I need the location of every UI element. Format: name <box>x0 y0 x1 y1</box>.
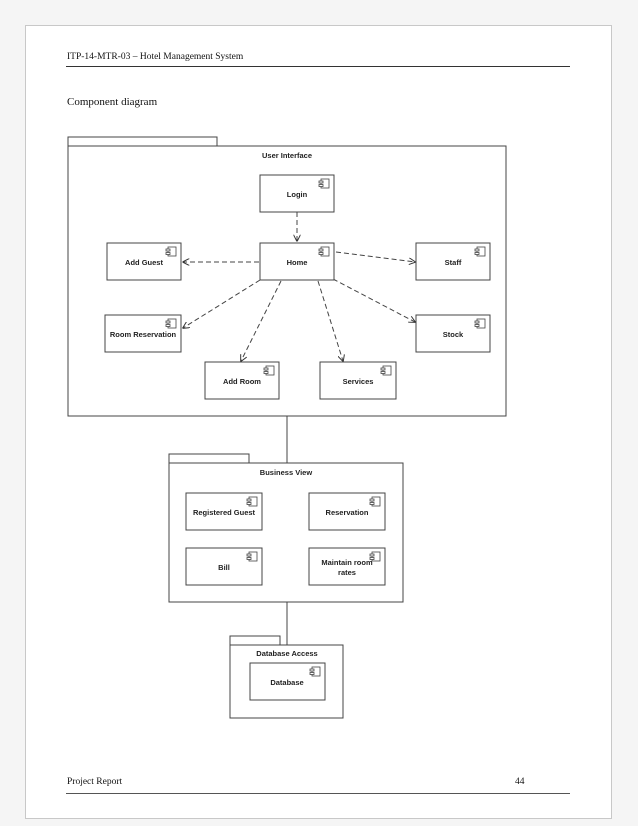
section-title: Component diagram <box>67 96 158 108</box>
package-tab <box>168 453 250 464</box>
component-label-maintain-line2: rates <box>338 568 356 577</box>
component-staff: Staff <box>415 242 491 281</box>
component-icon <box>165 318 177 329</box>
header-rule <box>66 66 570 67</box>
component-add-room: Add Room <box>204 361 280 400</box>
arrow-home-roomreservation <box>183 279 261 328</box>
component-label-home: Home <box>287 258 308 267</box>
component-label-services: Services <box>343 377 374 386</box>
component-icon <box>318 178 330 189</box>
component-label-add-room: Add Room <box>223 377 261 386</box>
component-login: Login <box>259 174 335 213</box>
component-label-stock: Stock <box>443 330 464 339</box>
component-icon <box>246 496 258 507</box>
package-label-database: Database Access <box>256 649 317 658</box>
component-maintain-room-rates: Maintain room rates <box>308 547 386 586</box>
arrow-home-staff <box>335 251 415 262</box>
component-label-staff: Staff <box>445 258 462 267</box>
component-label-registered-guest: Registered Guest <box>193 508 256 517</box>
component-label-reservation: Reservation <box>326 508 369 517</box>
component-icon <box>246 551 258 562</box>
arrow-home-addroom <box>241 280 282 361</box>
component-icon <box>474 318 486 329</box>
component-icon <box>309 666 321 677</box>
dependency-arrows <box>183 212 415 361</box>
component-bill: Bill <box>185 547 263 586</box>
component-reservation: Reservation <box>308 492 386 531</box>
component-box <box>204 361 280 400</box>
component-registered-guest: Registered Guest <box>185 492 263 531</box>
component-label-add-guest: Add Guest <box>125 258 163 267</box>
component-icon <box>318 246 330 257</box>
package-label-business: Business View <box>260 468 313 477</box>
page-header: ITP-14-MTR-03 – Hotel Management System <box>67 52 244 62</box>
package-tab <box>67 136 218 147</box>
component-home: Home <box>259 242 335 281</box>
component-room-reservation: Room Reservation <box>104 314 182 353</box>
component-icon <box>263 365 275 376</box>
component-label-maintain-line1: Maintain room <box>321 558 373 567</box>
package-tab <box>229 635 281 646</box>
footer-title: Project Report <box>67 777 123 787</box>
component-icon <box>380 365 392 376</box>
component-label-room-reservation: Room Reservation <box>110 330 177 339</box>
component-add-guest: Add Guest <box>106 242 182 281</box>
arrow-home-services <box>317 280 343 361</box>
component-label-bill: Bill <box>218 563 230 572</box>
page-number: 44 <box>515 777 525 787</box>
component-services: Services <box>319 361 397 400</box>
component-label-login: Login <box>287 190 308 199</box>
component-stock: Stock <box>415 314 491 353</box>
component-label-database: Database <box>270 678 303 687</box>
component-database: Database <box>249 662 326 701</box>
component-icon <box>474 246 486 257</box>
component-icon <box>369 496 381 507</box>
footer-rule <box>66 793 570 794</box>
component-icon <box>369 551 381 562</box>
package-label-ui: User Interface <box>262 151 312 160</box>
component-icon <box>165 246 177 257</box>
